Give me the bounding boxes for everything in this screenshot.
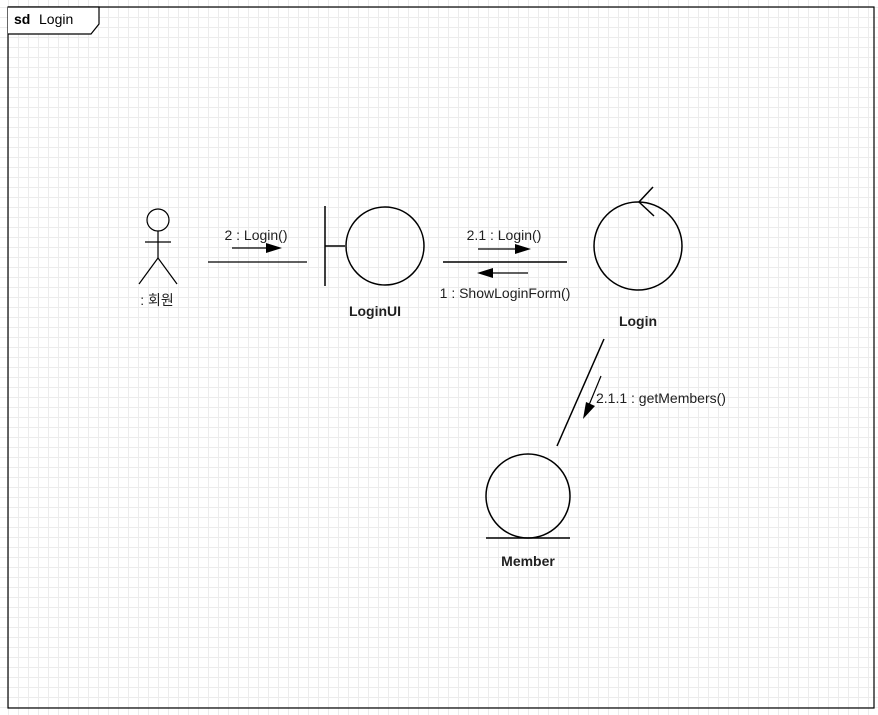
actor-left-leg: [138, 257, 159, 285]
control-arrowhead: [637, 186, 655, 217]
control-login[interactable]: Login: [593, 186, 683, 329]
frame-border: [7, 6, 875, 709]
boundary-circle: [345, 206, 425, 286]
frame-title: Login: [39, 11, 73, 27]
return-message-label: 1 : ShowLoginForm(): [440, 285, 571, 301]
link-actor-loginui: 2 : Login(): [208, 227, 307, 263]
control-circle: [593, 201, 683, 291]
frame-keyword: sd: [14, 11, 30, 27]
actor-member[interactable]: : 회원: [138, 208, 178, 308]
return-arrow-head: [477, 268, 493, 278]
message-label: 2.1 : Login(): [467, 227, 542, 243]
message-arrow-head: [583, 402, 595, 419]
control-label: Login: [619, 313, 657, 329]
frame: sd Login: [7, 6, 875, 709]
actor-right-leg: [157, 257, 178, 285]
message-arrow-shaft: [588, 375, 602, 406]
link-loginui-login: 2.1 : Login() 1 : ShowLoginForm(): [440, 227, 571, 301]
message-arrow-head: [266, 243, 282, 253]
actor-head: [146, 208, 170, 232]
frame-tab: [8, 6, 100, 35]
entity-label: Member: [501, 553, 555, 569]
message-label: 2 : Login(): [224, 227, 287, 243]
boundary-label: LoginUI: [349, 303, 401, 319]
link-line: [556, 338, 605, 447]
message-label: 2.1.1 : getMembers(): [596, 390, 726, 406]
boundary-loginui[interactable]: LoginUI: [324, 206, 425, 319]
entity-member[interactable]: Member: [485, 453, 571, 569]
entity-circle: [485, 453, 571, 539]
message-arrow-head: [515, 244, 531, 254]
link-login-member: 2.1.1 : getMembers(): [556, 338, 726, 447]
actor-label: : 회원: [140, 292, 174, 308]
